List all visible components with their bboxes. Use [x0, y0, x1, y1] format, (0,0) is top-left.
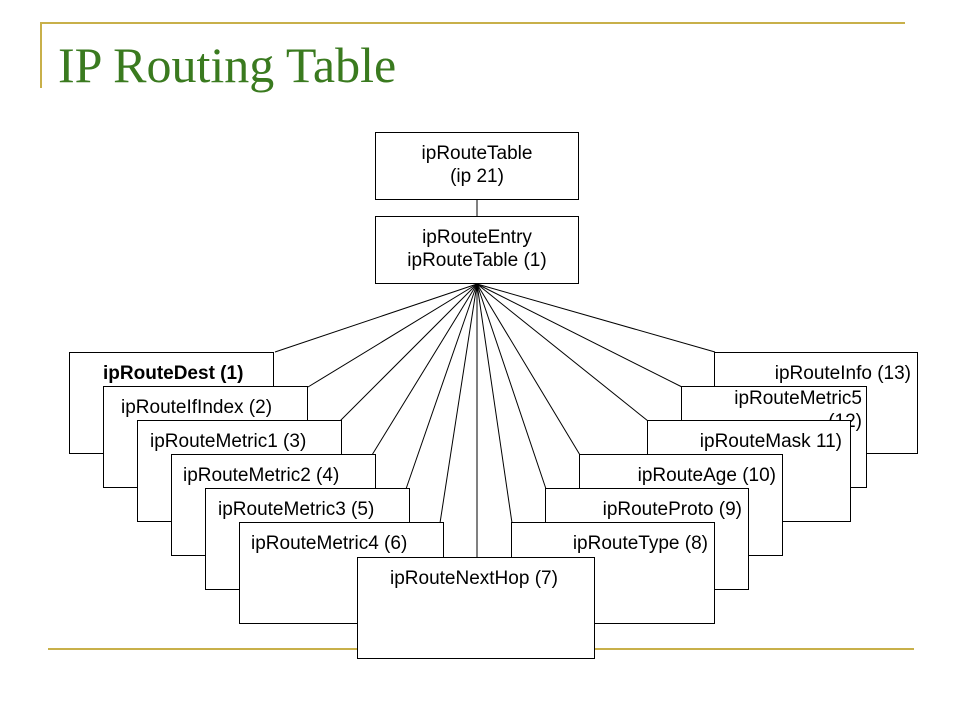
leaf-node-nexthop: ipRouteNextHop (7) — [357, 557, 595, 659]
left-rule — [40, 22, 42, 88]
connector-metric3 — [405, 283, 478, 490]
root-node-name: ipRouteTable — [421, 143, 533, 164]
connector-ifindex — [307, 283, 478, 388]
leaf-label-type: ipRouteType (8) — [572, 533, 708, 554]
connector-metric2 — [371, 283, 478, 456]
connector-dest — [274, 283, 478, 353]
root-node-iproutetable: ipRouteTable (ip 21) — [375, 132, 579, 200]
entry-node-iprouteentry: ipRouteEntry ipRouteTable (1) — [375, 216, 579, 284]
leaf-label-age: ipRouteAge (10) — [637, 465, 776, 486]
leaf-label-nexthop: ipRouteNextHop (7) — [390, 568, 558, 589]
root-node-oid: (ip 21) — [450, 166, 504, 187]
leaf-label-metric3: ipRouteMetric3 (5) — [218, 499, 375, 520]
connector-metric5 — [476, 283, 683, 388]
leaf-label-metric4: ipRouteMetric4 (6) — [251, 533, 408, 554]
leaf-label-ifindex: ipRouteIfIndex (2) — [121, 397, 273, 418]
top-rule — [40, 22, 905, 24]
connector-info — [476, 283, 716, 353]
connector-metric4 — [439, 283, 478, 524]
connector-age — [476, 283, 581, 456]
entry-node-name: ipRouteEntry — [422, 227, 532, 248]
connector-mask — [476, 283, 649, 422]
leaf-label-proto: ipRouteProto (9) — [602, 499, 742, 520]
connector-metric1 — [339, 283, 478, 422]
leaf-label-info: ipRouteInfo (13) — [774, 363, 911, 384]
page-title: IP Routing Table — [58, 37, 397, 93]
connector-type — [476, 283, 513, 524]
entry-node-oid: ipRouteTable (1) — [407, 250, 547, 271]
leaf-label-mask: ipRouteMask 11) — [699, 431, 842, 452]
leaf-label-dest: ipRouteDest (1) — [103, 363, 244, 384]
leaf-label-metric1: ipRouteMetric1 (3) — [150, 431, 307, 452]
connector-proto — [476, 283, 547, 490]
leaf-label-metric2: ipRouteMetric2 (4) — [183, 465, 340, 486]
